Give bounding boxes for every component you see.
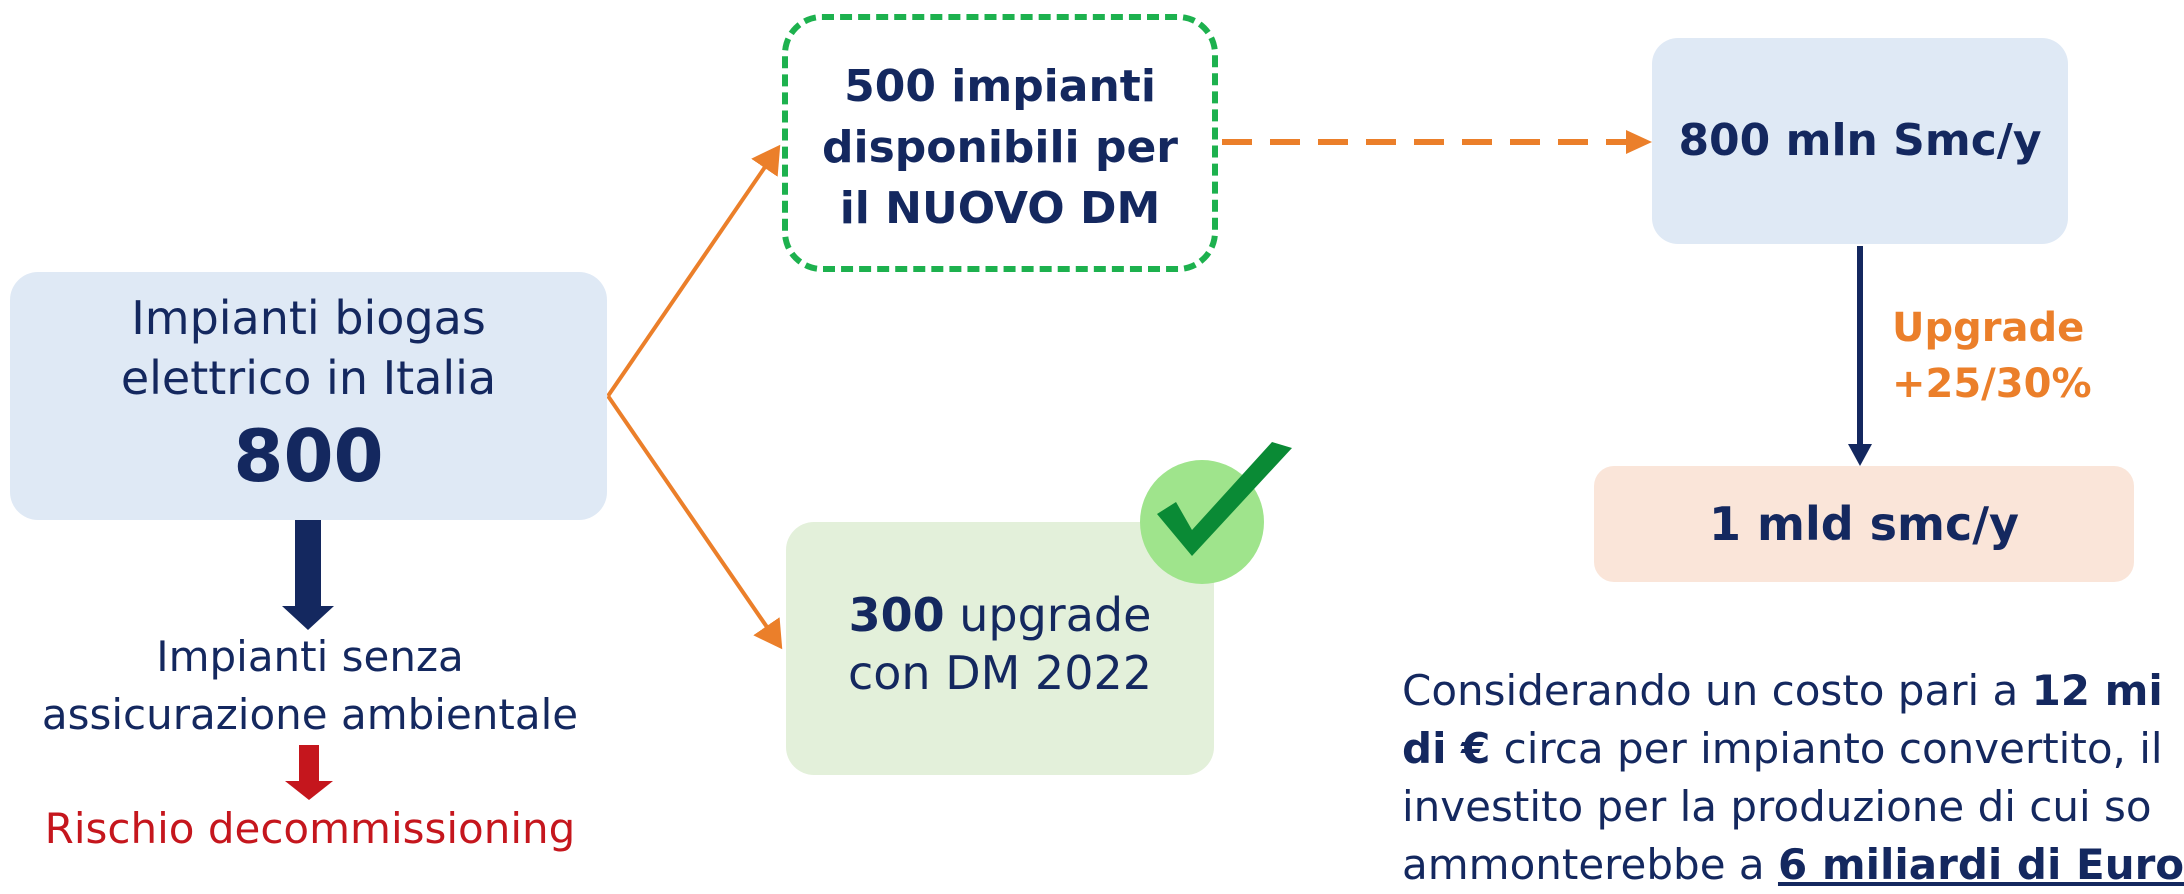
available-plants-line3: il NUOVO DM	[839, 183, 1161, 234]
navy-arrow-shaft	[295, 520, 321, 608]
upgraded-plants-count: 300	[848, 588, 945, 642]
available-plants-box: 500 impianti disponibili per il NUOVO DM	[782, 14, 1218, 272]
upgrade-label-line1: Upgrade	[1892, 305, 2085, 351]
biogas-plants-box: Impianti biogas elettrico in Italia 800	[10, 272, 607, 520]
cost-note-text1: Considerando un costo pari a	[1402, 666, 2032, 715]
upgraded-plants-label: upgrade	[944, 588, 1152, 642]
cost-note-bold2: di €	[1402, 724, 1491, 773]
biogas-plants-line2: elettrico in Italia	[120, 351, 497, 405]
available-plants-line2: disponibili per	[822, 122, 1178, 173]
no-insurance-line1: Impianti senza	[156, 632, 464, 681]
cost-note-line2: di € circa per impianto convertito, il	[1402, 720, 2163, 778]
cost-note-text2: circa per impianto convertito, il	[1490, 724, 2163, 773]
cost-note-text4: ammonterebbe a	[1402, 840, 1778, 889]
upgraded-plants-box: 300 upgrade con DM 2022	[786, 522, 1214, 775]
cost-note-bold1: 12 mi	[2031, 666, 2163, 715]
check-icon	[1140, 442, 1292, 584]
upgrade-label: Upgrade +25/30%	[1892, 300, 2092, 412]
navy-arrow-head	[282, 606, 334, 630]
cost-note-line4: ammonterebbe a 6 miliardi di Euro	[1402, 836, 2184, 894]
arrow-right-icon	[1626, 130, 1652, 154]
result-box: 1 mld smc/y	[1594, 466, 2134, 582]
upgraded-plants-line1: 300 upgrade	[786, 586, 1214, 644]
cost-note-line1: Considerando un costo pari a 12 mi	[1402, 662, 2163, 720]
red-arrow-head	[285, 781, 333, 800]
connector-arrows	[282, 130, 1872, 800]
biogas-plants-count: 800	[233, 414, 384, 498]
red-arrow-shaft	[299, 745, 319, 783]
cost-note-line3: investito per la produzione di cui so	[1402, 782, 2152, 831]
arrow-down-icon	[1848, 444, 1872, 466]
available-plants-line1: 500 impianti	[844, 61, 1156, 112]
fork-arrow-up	[606, 144, 781, 398]
cost-note: Considerando un costo pari a 12 mi di € …	[1402, 662, 2184, 894]
no-insurance-line2: assicurazione ambientale	[41, 690, 579, 739]
production-box: 800 mln Smc/y	[1652, 38, 2068, 244]
decommissioning-risk-text: Rischio decommissioning	[44, 804, 576, 853]
cost-note-bold4: 6 miliardi di Euro	[1777, 840, 2184, 889]
fork-arrow-down	[606, 394, 783, 650]
biogas-plants-line1: Impianti biogas	[131, 291, 486, 345]
no-insurance-text: Impianti senza assicurazione ambientale	[40, 628, 580, 744]
upgrade-label-line2: +25/30%	[1892, 361, 2092, 407]
upgraded-plants-line2: con DM 2022	[847, 646, 1152, 700]
